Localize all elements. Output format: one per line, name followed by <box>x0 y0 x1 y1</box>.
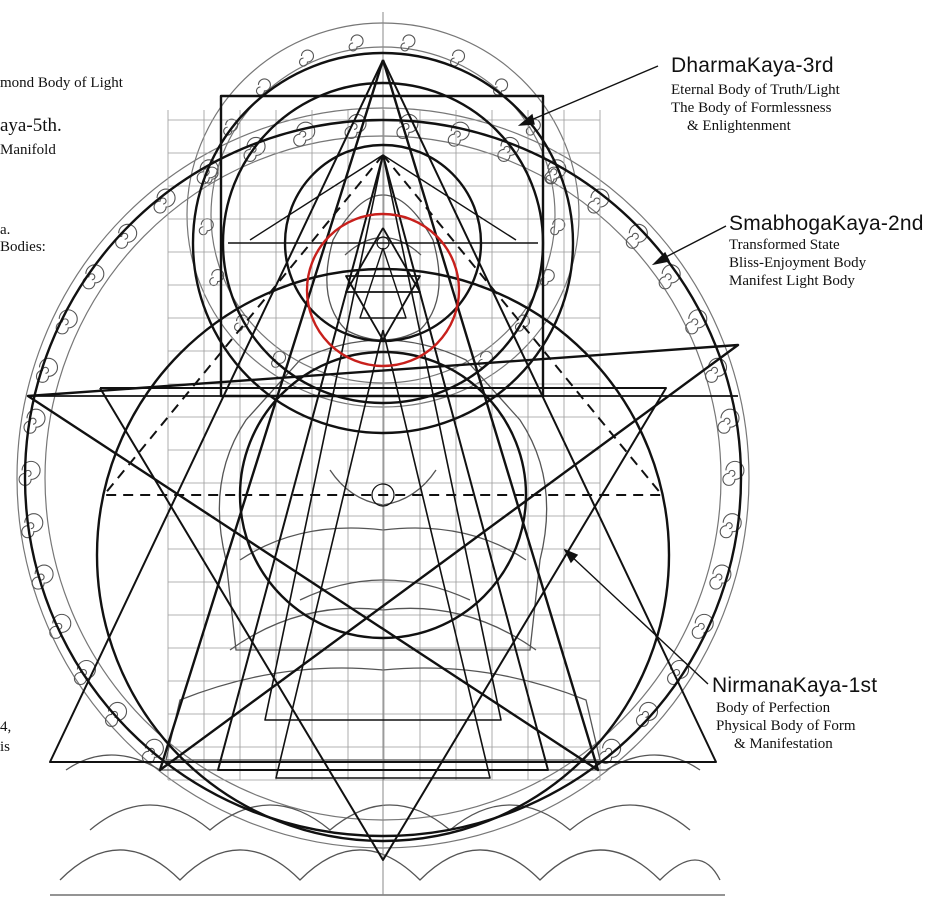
dharmakaya-callout: DharmaKaya-3rd Eternal Body of Truth/Lig… <box>671 55 840 134</box>
dharmakaya-title: DharmaKaya-3rd <box>671 55 840 77</box>
nirmanakaya-line-2: Physical Body of Form <box>712 719 877 735</box>
left-fragment-4: 4, <box>0 720 11 736</box>
left-fragment-bodies: Bodies: <box>0 240 46 256</box>
ornament-scroll <box>22 514 43 538</box>
dharmakaya-line-1: Eternal Body of Truth/Light <box>671 83 840 99</box>
left-fragment-is: is <box>0 740 10 756</box>
sambhogakaya-line-2: Bliss-Enjoyment Body <box>729 256 924 272</box>
ornament-scroll <box>56 310 77 334</box>
sambhogakaya-line-3: Manifest Light Body <box>729 274 924 290</box>
ornament-scroll <box>551 219 565 235</box>
geometry-lines <box>25 12 741 895</box>
nirmanakaya-line-1: Body of Perfection <box>712 701 877 717</box>
ornament-scroll <box>299 50 313 66</box>
sambhogakaya-line-1: Transformed State <box>729 238 924 254</box>
left-fragment-kaya-5th: aya-5th. <box>0 116 62 136</box>
buddha-figure <box>50 195 725 895</box>
left-fragment-diamond-body: mond Body of Light <box>0 76 123 92</box>
ornament-scroll <box>636 702 657 726</box>
ornament-scroll <box>686 310 707 334</box>
callout-leaders <box>520 66 726 684</box>
dharmakaya-line-2: The Body of Formlessness <box>671 101 840 117</box>
ornament-scroll <box>19 461 40 485</box>
nirmanakaya-title: NirmanaKaya-1st <box>712 675 877 697</box>
sambhogakaya-callout: SmabhogaKaya-2nd Transformed State Bliss… <box>729 213 924 289</box>
sambhogakaya-title: SmabhogaKaya-2nd <box>729 213 924 235</box>
left-fragment-manifold: Manifold <box>0 143 56 159</box>
left-fragment-a: a. <box>0 223 10 239</box>
dharmakaya-line-3: & Enlightenment <box>671 119 840 135</box>
nirmanakaya-callout: NirmanaKaya-1st Body of Perfection Physi… <box>712 675 877 752</box>
nirmanakaya-line-3: & Manifestation <box>712 737 877 753</box>
ornament-scroll <box>294 122 315 146</box>
